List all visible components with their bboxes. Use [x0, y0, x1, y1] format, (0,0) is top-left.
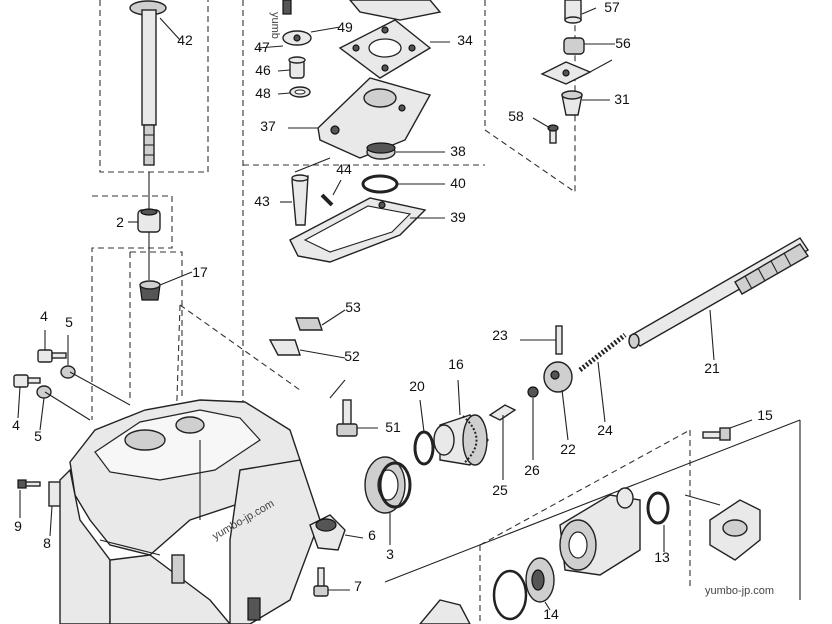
part-label-13: 13: [654, 549, 670, 565]
drive-shaft-42: [129, 0, 181, 166]
shifter-parts: [488, 325, 627, 480]
pump-housing-34: [338, 0, 450, 79]
part-label-58: 58: [508, 108, 524, 124]
part-label-14: 14: [543, 606, 559, 622]
seal-parts: [289, 142, 445, 263]
part-label-15: 15: [757, 407, 773, 423]
bolt-51: [329, 379, 378, 437]
bearing-housing: [419, 419, 761, 624]
part-label-49: 49: [337, 19, 353, 35]
part-label-37: 37: [260, 118, 276, 134]
part-label-39: 39: [450, 209, 466, 225]
part-label-5a: 5: [65, 314, 73, 330]
bolt-9-bracket-8: [17, 479, 64, 537]
part-label-51: 51: [385, 419, 401, 435]
part-label-42: 42: [177, 32, 193, 48]
part-label-22: 22: [560, 441, 576, 457]
part-label-4a: 4: [40, 308, 48, 324]
part-label-7: 7: [354, 578, 362, 594]
part-label-23: 23: [492, 327, 508, 343]
gear-set: [364, 379, 489, 545]
part-label-5b: 5: [34, 428, 42, 444]
part-label-9: 9: [14, 518, 22, 534]
shift-parts-right: [532, 0, 615, 144]
tube-43-pin-44: [280, 174, 342, 226]
part-label-6: 6: [368, 527, 376, 543]
bolts-left: [13, 330, 131, 431]
watermark-top: yumb: [269, 12, 281, 39]
group-boxes: [91, 0, 801, 624]
part-label-47: 47: [254, 39, 270, 55]
pump-small-parts: [257, 0, 341, 98]
part-label-46: 46: [255, 62, 271, 78]
part-label-4b: 4: [12, 417, 20, 433]
part-label-56: 56: [615, 35, 631, 51]
pump-base-37: [288, 77, 432, 173]
part-label-8: 8: [43, 535, 51, 551]
part-label-25: 25: [492, 482, 508, 498]
part-label-43: 43: [254, 193, 270, 209]
part-label-52: 52: [344, 348, 360, 364]
part-label-20: 20: [409, 378, 425, 394]
clutch-6-bolt-7: [309, 514, 364, 597]
part-label-48: 48: [255, 85, 271, 101]
propeller-shaft-21: [628, 237, 809, 361]
watermark-bottom: yumbo-jp.com: [705, 585, 774, 597]
part-label-34: 34: [457, 32, 473, 48]
part-label-40: 40: [450, 175, 466, 191]
part-label-3: 3: [386, 546, 394, 562]
part-label-17: 17: [192, 264, 208, 280]
clips-53-52: [268, 309, 346, 359]
part-label-16: 16: [448, 356, 464, 372]
part-label-44: 44: [336, 161, 352, 177]
part-label-38: 38: [450, 143, 466, 159]
collar-2: [128, 172, 161, 233]
part-label-31: 31: [614, 91, 630, 107]
part-label-2: 2: [116, 214, 124, 230]
part-label-24: 24: [597, 422, 613, 438]
part-label-53: 53: [345, 299, 361, 315]
part-label-26: 26: [524, 462, 540, 478]
pinion-gear-17: [139, 232, 193, 301]
part-label-57: 57: [604, 0, 620, 15]
lower-casing: [59, 399, 321, 624]
part-label-21: 21: [704, 360, 720, 376]
